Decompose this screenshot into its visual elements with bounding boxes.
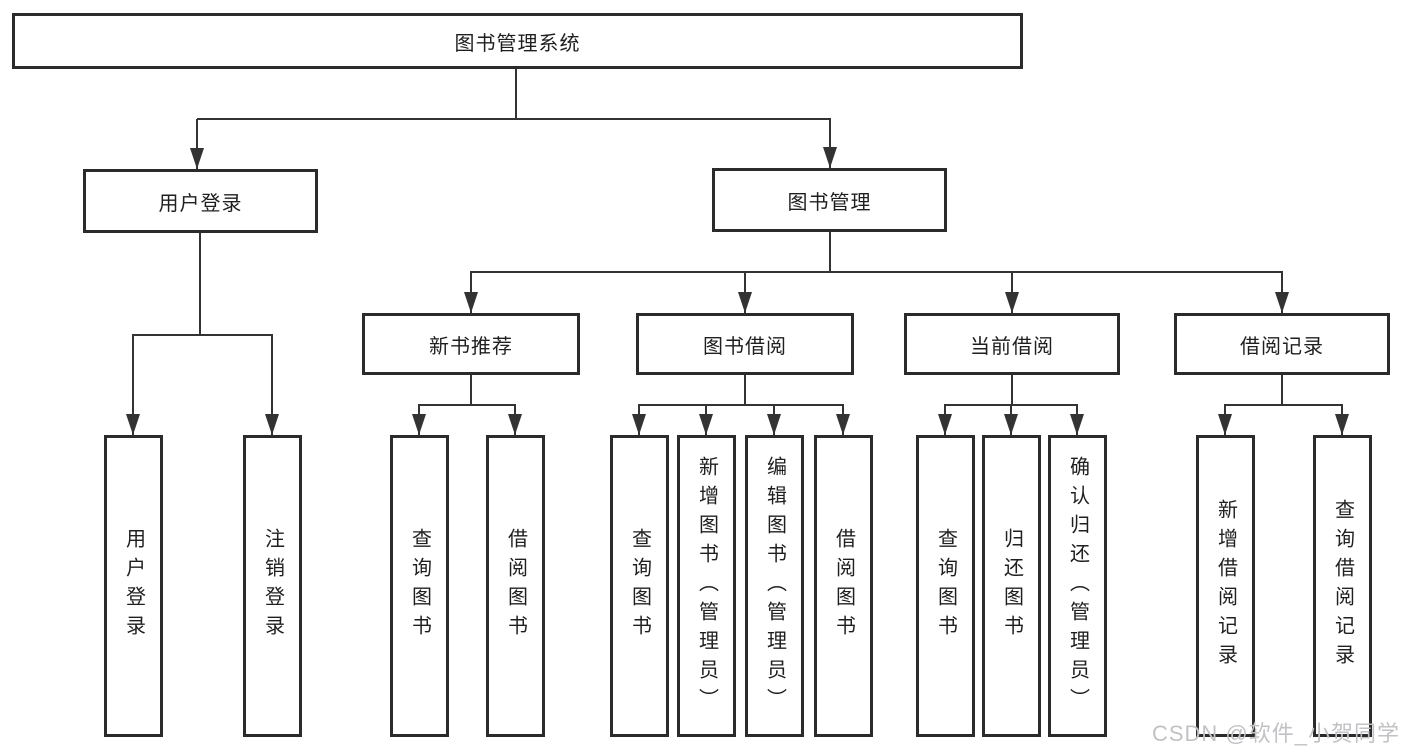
leaf-confirm-return-admin-label: 确认归还（管理员） [1066, 455, 1089, 717]
connector-root-bar [197, 118, 831, 120]
arrowhead-down [767, 414, 781, 435]
leaf-query-borrow-record: 查询借阅记录 [1313, 435, 1372, 737]
leaf-borrow-books-recommend: 借阅图书 [486, 435, 545, 737]
leaf-query-books-borrowing: 查询图书 [610, 435, 669, 737]
connector-user-login-bar [132, 334, 273, 336]
leaf-add-borrow-record: 新增借阅记录 [1196, 435, 1255, 737]
arrowhead-down [265, 414, 279, 435]
connector-to-leaf-logout [271, 335, 273, 435]
node-library-system: 图书管理系统 [12, 13, 1023, 69]
arrowhead-down [738, 292, 752, 313]
leaf-query-books-borrowing-label: 查询图书 [628, 528, 651, 644]
node-book-management: 图书管理 [712, 168, 947, 232]
arrowhead-down [1005, 292, 1019, 313]
node-book-borrowing: 图书借阅 [636, 313, 854, 375]
leaf-return-books: 归还图书 [982, 435, 1041, 737]
arrowhead-down [823, 147, 837, 168]
arrowhead-down [699, 414, 713, 435]
arrowhead-down [126, 414, 140, 435]
connector-s3-bar [1224, 404, 1343, 406]
csdn-watermark: CSDN @软件_小贺同学 [1151, 721, 1400, 746]
leaf-user-login-label: 用户登录 [122, 528, 145, 644]
leaf-query-books-recommend-label: 查询图书 [408, 528, 431, 644]
connector-s0-stub [470, 375, 472, 406]
leaf-add-books-admin-label: 新增图书（管理员） [695, 455, 718, 717]
leaf-query-books-recommend: 查询图书 [390, 435, 449, 737]
leaf-logout-label: 注销登录 [261, 528, 284, 644]
connector-s2-stub [1011, 375, 1013, 406]
connector-s3-stub [1281, 375, 1283, 406]
leaf-edit-books-admin-label: 编辑图书（管理员） [763, 455, 786, 717]
arrowhead-down [464, 292, 478, 313]
arrowhead-down [1070, 414, 1084, 435]
connector-to-user-login [196, 119, 198, 169]
arrowhead-down [1218, 414, 1232, 435]
connector-book-mgmt-stub [829, 232, 831, 273]
leaf-user-login: 用户登录 [104, 435, 163, 737]
connector-book-mgmt-bar [470, 271, 1283, 273]
leaf-return-books-label: 归还图书 [1000, 528, 1023, 644]
leaf-query-books-current-label: 查询图书 [934, 528, 957, 644]
arrowhead-down [836, 414, 850, 435]
node-current-borrowing-label: 当前借阅 [970, 335, 1054, 358]
leaf-borrow-books-recommend-label: 借阅图书 [504, 528, 527, 644]
connector-user-login-stub [199, 233, 201, 336]
node-library-system-label: 图书管理系统 [454, 32, 581, 55]
node-book-borrowing-label: 图书借阅 [703, 335, 787, 358]
leaf-borrow-books: 借阅图书 [814, 435, 873, 737]
connector-s0-bar [418, 404, 516, 406]
connector-to-book-management [829, 119, 831, 168]
arrowhead-down [1275, 292, 1289, 313]
connector-to-leaf-user-login [132, 335, 134, 435]
leaf-borrow-books-label: 借阅图书 [832, 528, 855, 644]
leaf-query-borrow-record-label: 查询借阅记录 [1331, 499, 1354, 673]
leaf-logout: 注销登录 [243, 435, 302, 737]
leaf-add-borrow-record-label: 新增借阅记录 [1214, 499, 1237, 673]
leaf-add-books-admin: 新增图书（管理员） [677, 435, 736, 737]
arrowhead-down [1335, 414, 1349, 435]
connector-s1-bar [638, 404, 844, 406]
arrowhead-down [632, 414, 646, 435]
arrowhead-down [1004, 414, 1018, 435]
node-new-book-recommend: 新书推荐 [362, 313, 580, 375]
leaf-confirm-return-admin: 确认归还（管理员） [1048, 435, 1107, 737]
arrowhead-down [938, 414, 952, 435]
node-book-management-label: 图书管理 [787, 191, 872, 214]
node-user-login-branch-label: 用户登录 [158, 192, 243, 215]
node-user-login-branch: 用户登录 [83, 169, 318, 233]
connector-root-stub [515, 69, 517, 120]
arrowhead-down [412, 414, 426, 435]
node-borrowing-records-label: 借阅记录 [1240, 335, 1324, 358]
node-borrowing-records: 借阅记录 [1174, 313, 1390, 375]
connector-s1-stub [744, 375, 746, 406]
arrowhead-down [190, 148, 204, 169]
leaf-edit-books-admin: 编辑图书（管理员） [745, 435, 804, 737]
node-current-borrowing: 当前借阅 [904, 313, 1120, 375]
arrowhead-down [508, 414, 522, 435]
leaf-query-books-current: 查询图书 [916, 435, 975, 737]
node-new-book-recommend-label: 新书推荐 [429, 335, 513, 358]
